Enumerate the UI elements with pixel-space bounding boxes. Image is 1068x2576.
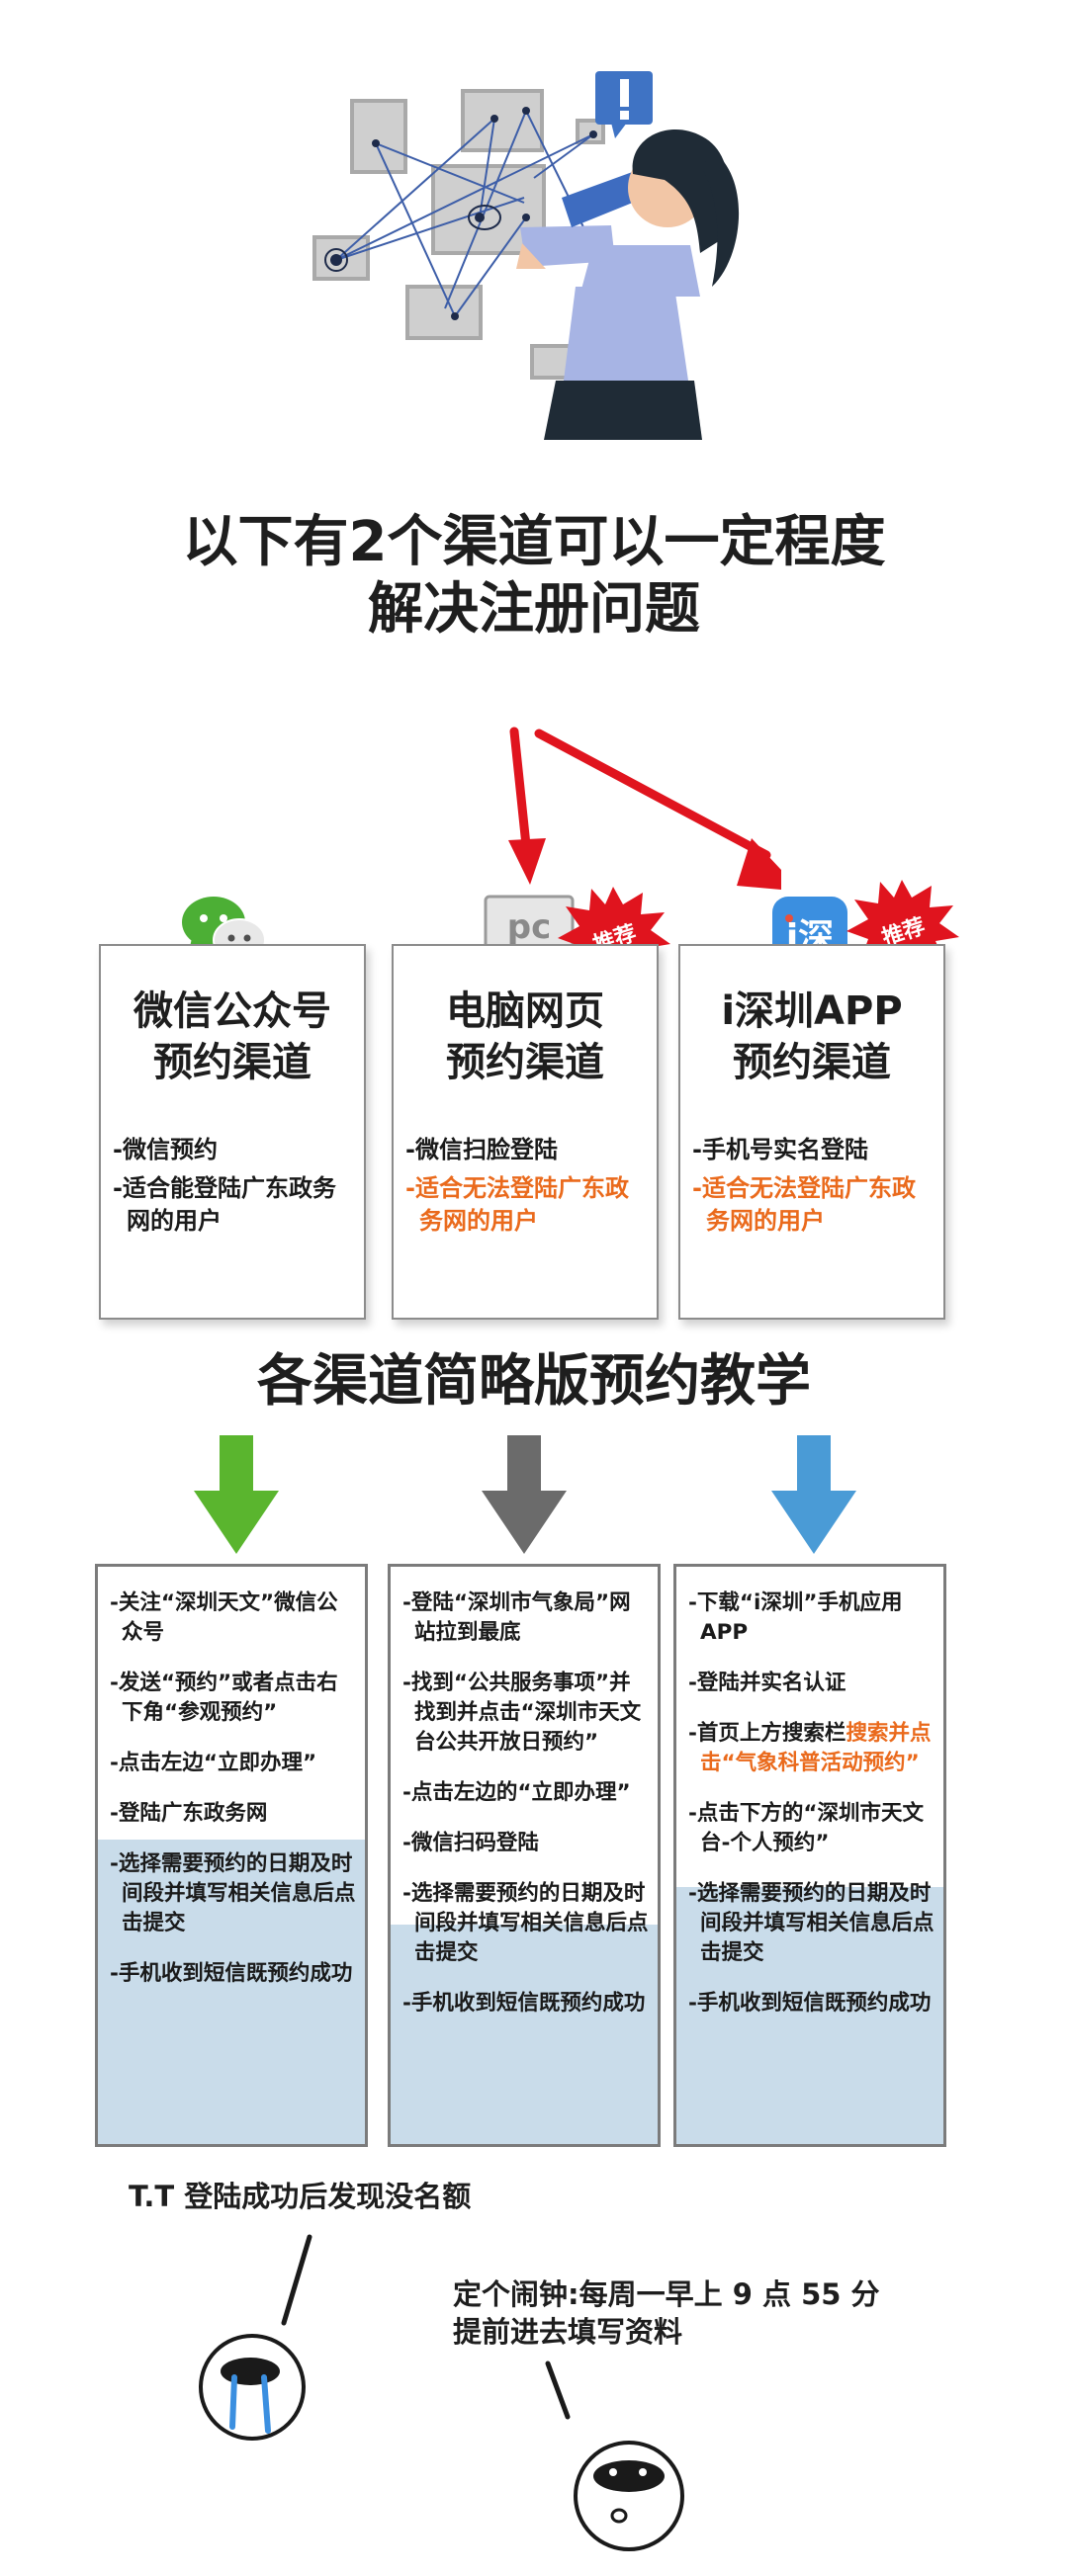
headline-line2: 解决注册问题 — [368, 577, 700, 642]
card-item: -适合能登陆广东政务网的用户 — [113, 1174, 336, 1235]
step: -选择需要预约的日期及时间段并填写相关信息后点击提交 — [688, 1881, 934, 1965]
card-title: 电脑网页 预约渠道 — [394, 986, 657, 1088]
card-item-highlight: -适合无法登陆广东政务网的用户 — [405, 1174, 629, 1235]
note-alarm-line1: 定个闹钟:每周一早上 9 点 55 分 — [453, 2277, 880, 2311]
card-items: -手机号实名登陆 -适合无法登陆广东政务网的用户 — [692, 1134, 935, 1244]
down-arrow-gray — [482, 1435, 567, 1554]
crying-face-icon — [199, 2234, 312, 2441]
card-item: -手机号实名登陆 — [692, 1136, 868, 1163]
surprised-face-icon — [545, 2361, 684, 2551]
step: -选择需要预约的日期及时间段并填写相关信息后点击提交 — [402, 1881, 649, 1965]
step: -点击左边“立即办理” — [110, 1751, 317, 1775]
headline: 以下有2个渠道可以一定程度 解决注册问题 — [0, 509, 1068, 644]
step: -点击下方的“深圳市天文台-个人预约” — [688, 1801, 925, 1855]
step: -关注“深圳天文”微信公众号 — [110, 1590, 338, 1645]
step: -登陆并实名认证 — [688, 1671, 846, 1695]
down-arrow-blue — [771, 1435, 856, 1554]
card-item: -微信预约 — [113, 1136, 218, 1163]
tutorial-title: 各渠道简略版预约教学 — [257, 1349, 811, 1414]
down-arrow-green — [194, 1435, 279, 1554]
channel-card-app: i深圳APP 预约渠道 -手机号实名登陆 -适合无法登陆广东政务网的用户 — [678, 944, 945, 1320]
step: -首页上方搜索栏搜索并点击“气象科普活动预约” — [688, 1719, 935, 1778]
step: -手机收到短信既预约成功 — [402, 1991, 646, 2016]
step: -微信扫码登陆 — [402, 1831, 539, 1855]
step-text: -首页上方搜索栏 — [688, 1721, 846, 1746]
headline-line1: 以下有2个渠道可以一定程度 — [182, 510, 886, 574]
step: -手机收到短信既预约成功 — [688, 1991, 932, 2016]
highlight-panel — [676, 1887, 943, 2144]
step: -下载“i深圳”手机应用APP — [688, 1590, 903, 1645]
procedure-steps: -下载“i深圳”手机应用APP -登陆并实名认证 -首页上方搜索栏搜索并点击“气… — [688, 1589, 935, 2039]
card-title-line1: i深圳APP — [721, 988, 903, 1034]
card-item-highlight: -适合无法登陆广东政务网的用户 — [692, 1174, 916, 1235]
step: -发送“预约”或者点击右下角“参观预约” — [110, 1671, 338, 1725]
highlight-panel — [391, 1925, 658, 2144]
note-alarm: 定个闹钟:每周一早上 9 点 55 分 提前进去填写资料 — [453, 2275, 880, 2351]
step: -找到“公共服务事项”并找到并点击“深圳市天文台公共开放日预约” — [402, 1671, 642, 1755]
pc-text: pc — [507, 907, 552, 947]
card-title: 微信公众号 预约渠道 — [101, 986, 364, 1088]
step: -选择需要预约的日期及时间段并填写相关信息后点击提交 — [110, 1851, 356, 1935]
card-items: -微信预约 -适合能登陆广东政务网的用户 — [113, 1134, 356, 1244]
procedure-app: -下载“i深圳”手机应用APP -登陆并实名认证 -首页上方搜索栏搜索并点击“气… — [673, 1564, 946, 2147]
card-title-line2: 预约渠道 — [733, 1040, 891, 1085]
channel-card-pc: 电脑网页 预约渠道 -微信扫脸登陆 -适合无法登陆广东政务网的用户 — [392, 944, 659, 1320]
card-items: -微信扫脸登陆 -适合无法登陆广东政务网的用户 — [405, 1134, 649, 1244]
step: -登陆“深圳市气象局”网站拉到最底 — [402, 1590, 631, 1645]
card-title: i深圳APP 预约渠道 — [680, 986, 943, 1088]
card-title-line1: 电脑网页 — [446, 988, 604, 1034]
highlight-panel — [98, 1840, 365, 2144]
card-title-line2: 预约渠道 — [446, 1040, 604, 1085]
channel-card-wechat: 微信公众号 预约渠道 -微信预约 -适合能登陆广东政务网的用户 — [99, 944, 366, 1320]
card-title-line1: 微信公众号 — [134, 988, 331, 1034]
card-title-line2: 预约渠道 — [153, 1040, 312, 1085]
note-no-quota: T.T 登陆成功后发现没名额 — [129, 2180, 472, 2213]
card-item: -微信扫脸登陆 — [405, 1136, 558, 1163]
step: -点击左边的“立即办理” — [402, 1780, 631, 1805]
procedure-pc: -登陆“深圳市气象局”网站拉到最底 -找到“公共服务事项”并找到并点击“深圳市天… — [388, 1564, 661, 2147]
procedure-wechat: -关注“深圳天文”微信公众号 -发送“预约”或者点击右下角“参观预约” -点击左… — [95, 1564, 368, 2147]
procedure-steps: -登陆“深圳市气象局”网站拉到最底 -找到“公共服务事项”并找到并点击“深圳市天… — [402, 1589, 650, 2039]
procedure-steps: -关注“深圳天文”微信公众号 -发送“预约”或者点击右下角“参观预约” -点击左… — [110, 1589, 357, 2010]
red-arrows — [508, 727, 781, 890]
step: -登陆广东政务网 — [110, 1801, 268, 1826]
puzzle-illustration — [312, 71, 740, 440]
step: -手机收到短信既预约成功 — [110, 1961, 353, 1986]
note-alarm-line2: 提前进去填写资料 — [453, 2315, 683, 2349]
step-highlight-text: 搜索并点击“气象科普活动预约” — [700, 1721, 932, 1775]
